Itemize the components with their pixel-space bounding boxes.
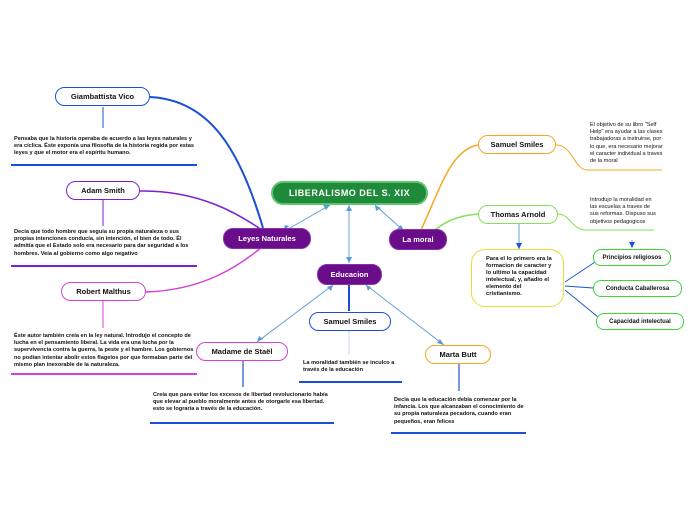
smith-note: Decía que todo hombre que seguía su prop… <box>14 229 189 257</box>
marta-butt-note: Decia que la educación debia comenzar po… <box>394 397 524 425</box>
madame-stael-note: Creía que para evitar los excesos de lib… <box>153 392 328 413</box>
smith-node[interactable]: Adam Smith <box>66 181 140 200</box>
malthus-note: Éste autor también creía en la ley natur… <box>14 333 194 368</box>
stael-underline <box>150 422 334 424</box>
thomas-arnold-node[interactable]: Thomas Arnold <box>478 205 558 224</box>
vico-underline <box>11 164 197 166</box>
samuel-smiles-edu-node[interactable]: Samuel Smiles <box>309 312 391 331</box>
connector-edu-stael <box>256 284 334 343</box>
connector-smiles-note <box>555 144 587 171</box>
vico-node[interactable]: Giambattista Vico <box>55 87 150 106</box>
connector-moral-smiles <box>419 144 479 233</box>
connector-central-moral <box>374 204 405 232</box>
connector-box-capacidad <box>564 289 599 318</box>
central-topic[interactable]: LIBERALISMO DEL S. XIX <box>271 181 428 205</box>
samuel-smiles-moral-node[interactable]: Samuel Smiles <box>478 135 556 154</box>
connector-edu-butt <box>365 284 445 346</box>
arnold-formation-box: Para el lo primero era la formacion de c… <box>471 249 564 307</box>
conducta-caballerosa-node[interactable]: Conducta Caballerosa <box>593 280 682 297</box>
connector-leyes-vico <box>149 96 264 229</box>
connector-arnold-note <box>557 213 587 231</box>
leyes-naturales-node[interactable]: Leyes Naturales <box>223 228 311 249</box>
smiles-edu-underline <box>299 381 402 383</box>
madame-stael-node[interactable]: Madame de Staël <box>196 342 288 361</box>
educacion-node[interactable]: Educacion <box>317 264 382 285</box>
vico-note: Pensaba que la historia operaba de acuer… <box>14 136 194 157</box>
smith-underline <box>11 265 197 267</box>
samuel-smiles-edu-note: La moralidad también se inculco a través… <box>303 360 395 374</box>
capacidad-intelectual-node[interactable]: Capacidad intelectual <box>596 313 684 330</box>
thomas-arnold-note: Introdujo la moralidad en las escuelas a… <box>590 197 656 225</box>
principios-religiosos-node[interactable]: Principios religiosos <box>593 249 671 266</box>
connector-leyes-smith <box>139 190 263 231</box>
connector-box-conducta <box>564 285 594 289</box>
la-moral-node[interactable]: La moral <box>389 229 447 250</box>
malthus-underline <box>11 373 197 375</box>
connector-leyes-malthus <box>145 246 263 293</box>
malthus-node[interactable]: Robert Malthus <box>61 282 146 301</box>
connector-box-principios <box>564 259 599 283</box>
butt-underline <box>391 432 526 434</box>
samuel-smiles-moral-note: El objetivo de su libro "Self Help" era … <box>590 122 663 165</box>
marta-butt-node[interactable]: Marta Butt <box>425 345 491 364</box>
connector-central-leyes <box>282 204 331 233</box>
